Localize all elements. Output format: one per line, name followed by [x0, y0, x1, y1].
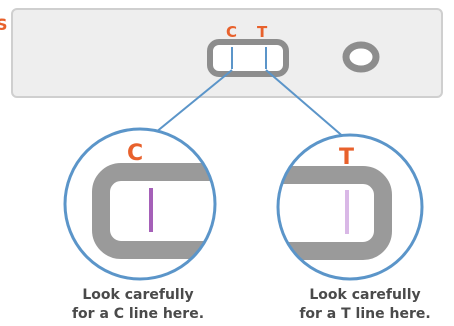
sample-well: [342, 41, 380, 73]
strip-window-c-label: C: [226, 23, 237, 41]
caption-t-line1: Look carefully: [309, 287, 420, 303]
zoom-t-window-frame: [278, 166, 392, 260]
zoom-t-label: T: [339, 145, 354, 170]
zoom-c-label: C: [127, 141, 143, 166]
connector-c: [149, 69, 233, 138]
strip-window-t-label: T: [257, 23, 268, 41]
caption-c-line2: for a C line here.: [72, 306, 204, 322]
zoom-circle-c: C: [63, 127, 217, 281]
zoom-c-window-frame: [92, 163, 215, 259]
zoom-circle-t: T: [276, 133, 424, 281]
connector-t: [265, 69, 347, 140]
strip-edge-mark: S: [0, 15, 8, 34]
strip-result-window: [207, 39, 289, 77]
caption-c-line1: Look carefully: [82, 287, 193, 303]
caption-t-line2: for a T line here.: [299, 306, 430, 322]
